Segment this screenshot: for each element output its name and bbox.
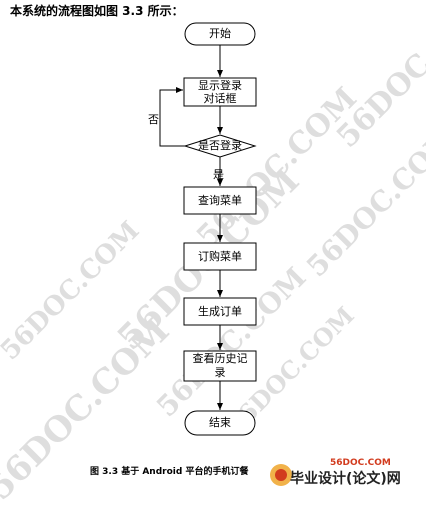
end-terminator	[184, 410, 256, 436]
site-domain: 56DOC.COM	[330, 458, 391, 468]
login-dialog-box	[183, 77, 257, 107]
edge-decision-no	[159, 87, 185, 147]
decision-label: 是否登录	[198, 139, 242, 152]
query-menu-box	[183, 186, 257, 215]
flowchart	[159, 22, 257, 436]
start-label: 开始	[209, 27, 231, 40]
login-dialog-label-line2: 对话框	[203, 92, 237, 105]
yes-edge-label: 是	[213, 168, 224, 181]
history-label-line1: 查看历史记	[192, 352, 248, 365]
order-menu-label: 订购菜单	[198, 250, 242, 263]
history-label-line2: 录	[214, 366, 226, 379]
intro-text: 本系统的流程图如图 3.3 所示：	[10, 4, 184, 18]
create-order-label: 生成订单	[198, 305, 242, 318]
query-menu-label: 查询菜单	[198, 194, 242, 207]
end-label: 结束	[209, 416, 231, 429]
site-logo-icon	[270, 464, 292, 486]
site-name: 毕业设计(论文)网	[290, 471, 401, 487]
login-dialog-label-line1: 显示登录	[198, 79, 242, 92]
no-edge-label: 否	[148, 113, 159, 126]
figure-caption: 图 3.3 基于 Android 平台的手机订餐	[90, 467, 249, 477]
